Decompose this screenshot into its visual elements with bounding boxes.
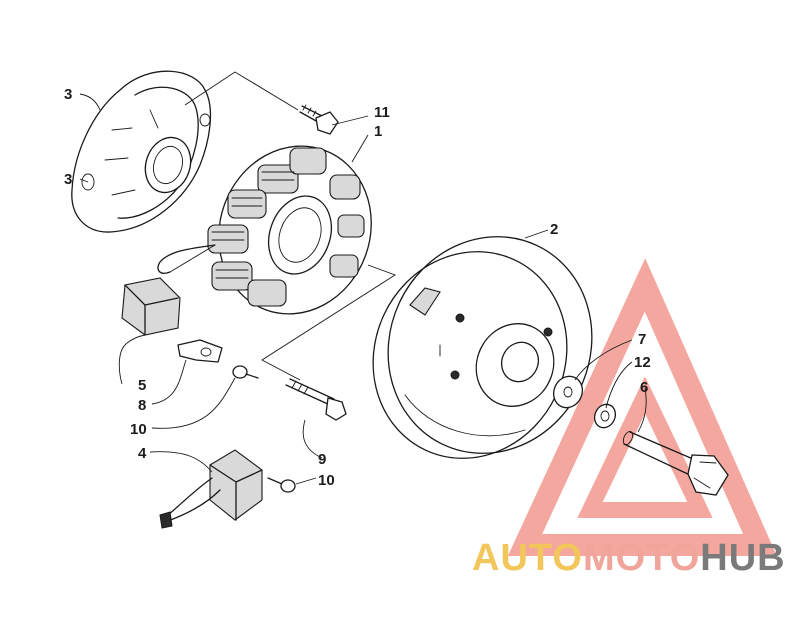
watermark-logo — [507, 258, 777, 556]
callout-2: 2 — [550, 221, 558, 238]
callout-3: 3 — [64, 86, 72, 103]
watermark-hub: HUB — [700, 537, 785, 579]
callout-6: 6 — [640, 379, 648, 396]
part-6-flywheel-bolt — [622, 430, 729, 496]
callout-7: 7 — [638, 331, 646, 348]
part-7-washer — [552, 375, 584, 409]
callout-8: 8 — [138, 397, 146, 414]
svg-text:AUTOMOTOHUB: AUTOMOTOHUB — [472, 537, 786, 579]
part-9-bolt — [285, 378, 347, 421]
part-10-screw-lower — [267, 477, 296, 493]
part-2-flywheel — [372, 236, 593, 459]
callout-5: 5 — [138, 377, 146, 394]
part-5-pad — [121, 277, 181, 336]
callout-10-upper: 10 — [130, 421, 147, 438]
leader-lines — [79, 71, 647, 485]
watermark-auto: AUTO — [472, 537, 583, 579]
callout-10-lower: 10 — [318, 472, 335, 489]
callout-11: 11 — [374, 104, 390, 121]
part-1-stator-coils — [157, 145, 372, 315]
callout-9: 9 — [318, 451, 326, 468]
part-11-bolt — [299, 104, 339, 135]
callout-12: 12 — [634, 354, 651, 371]
watermark-wordmark: AUTOMOTOHUB — [472, 537, 786, 579]
callout-1: 1 — [374, 123, 382, 140]
callout-labels: 3 3 11 1 2 7 12 6 5 8 10 9 4 10 — [64, 86, 651, 489]
part-3-stator-cover — [71, 70, 212, 233]
watermark-moto: MOTO — [583, 537, 700, 579]
callout-3-secondary: 3 — [64, 171, 72, 188]
part-12-lock-washer — [593, 403, 617, 429]
callout-4: 4 — [138, 445, 147, 462]
part-10-screw-upper — [232, 365, 259, 379]
part-4-pickup-coil — [159, 449, 263, 529]
part-8-bracket — [177, 339, 223, 363]
